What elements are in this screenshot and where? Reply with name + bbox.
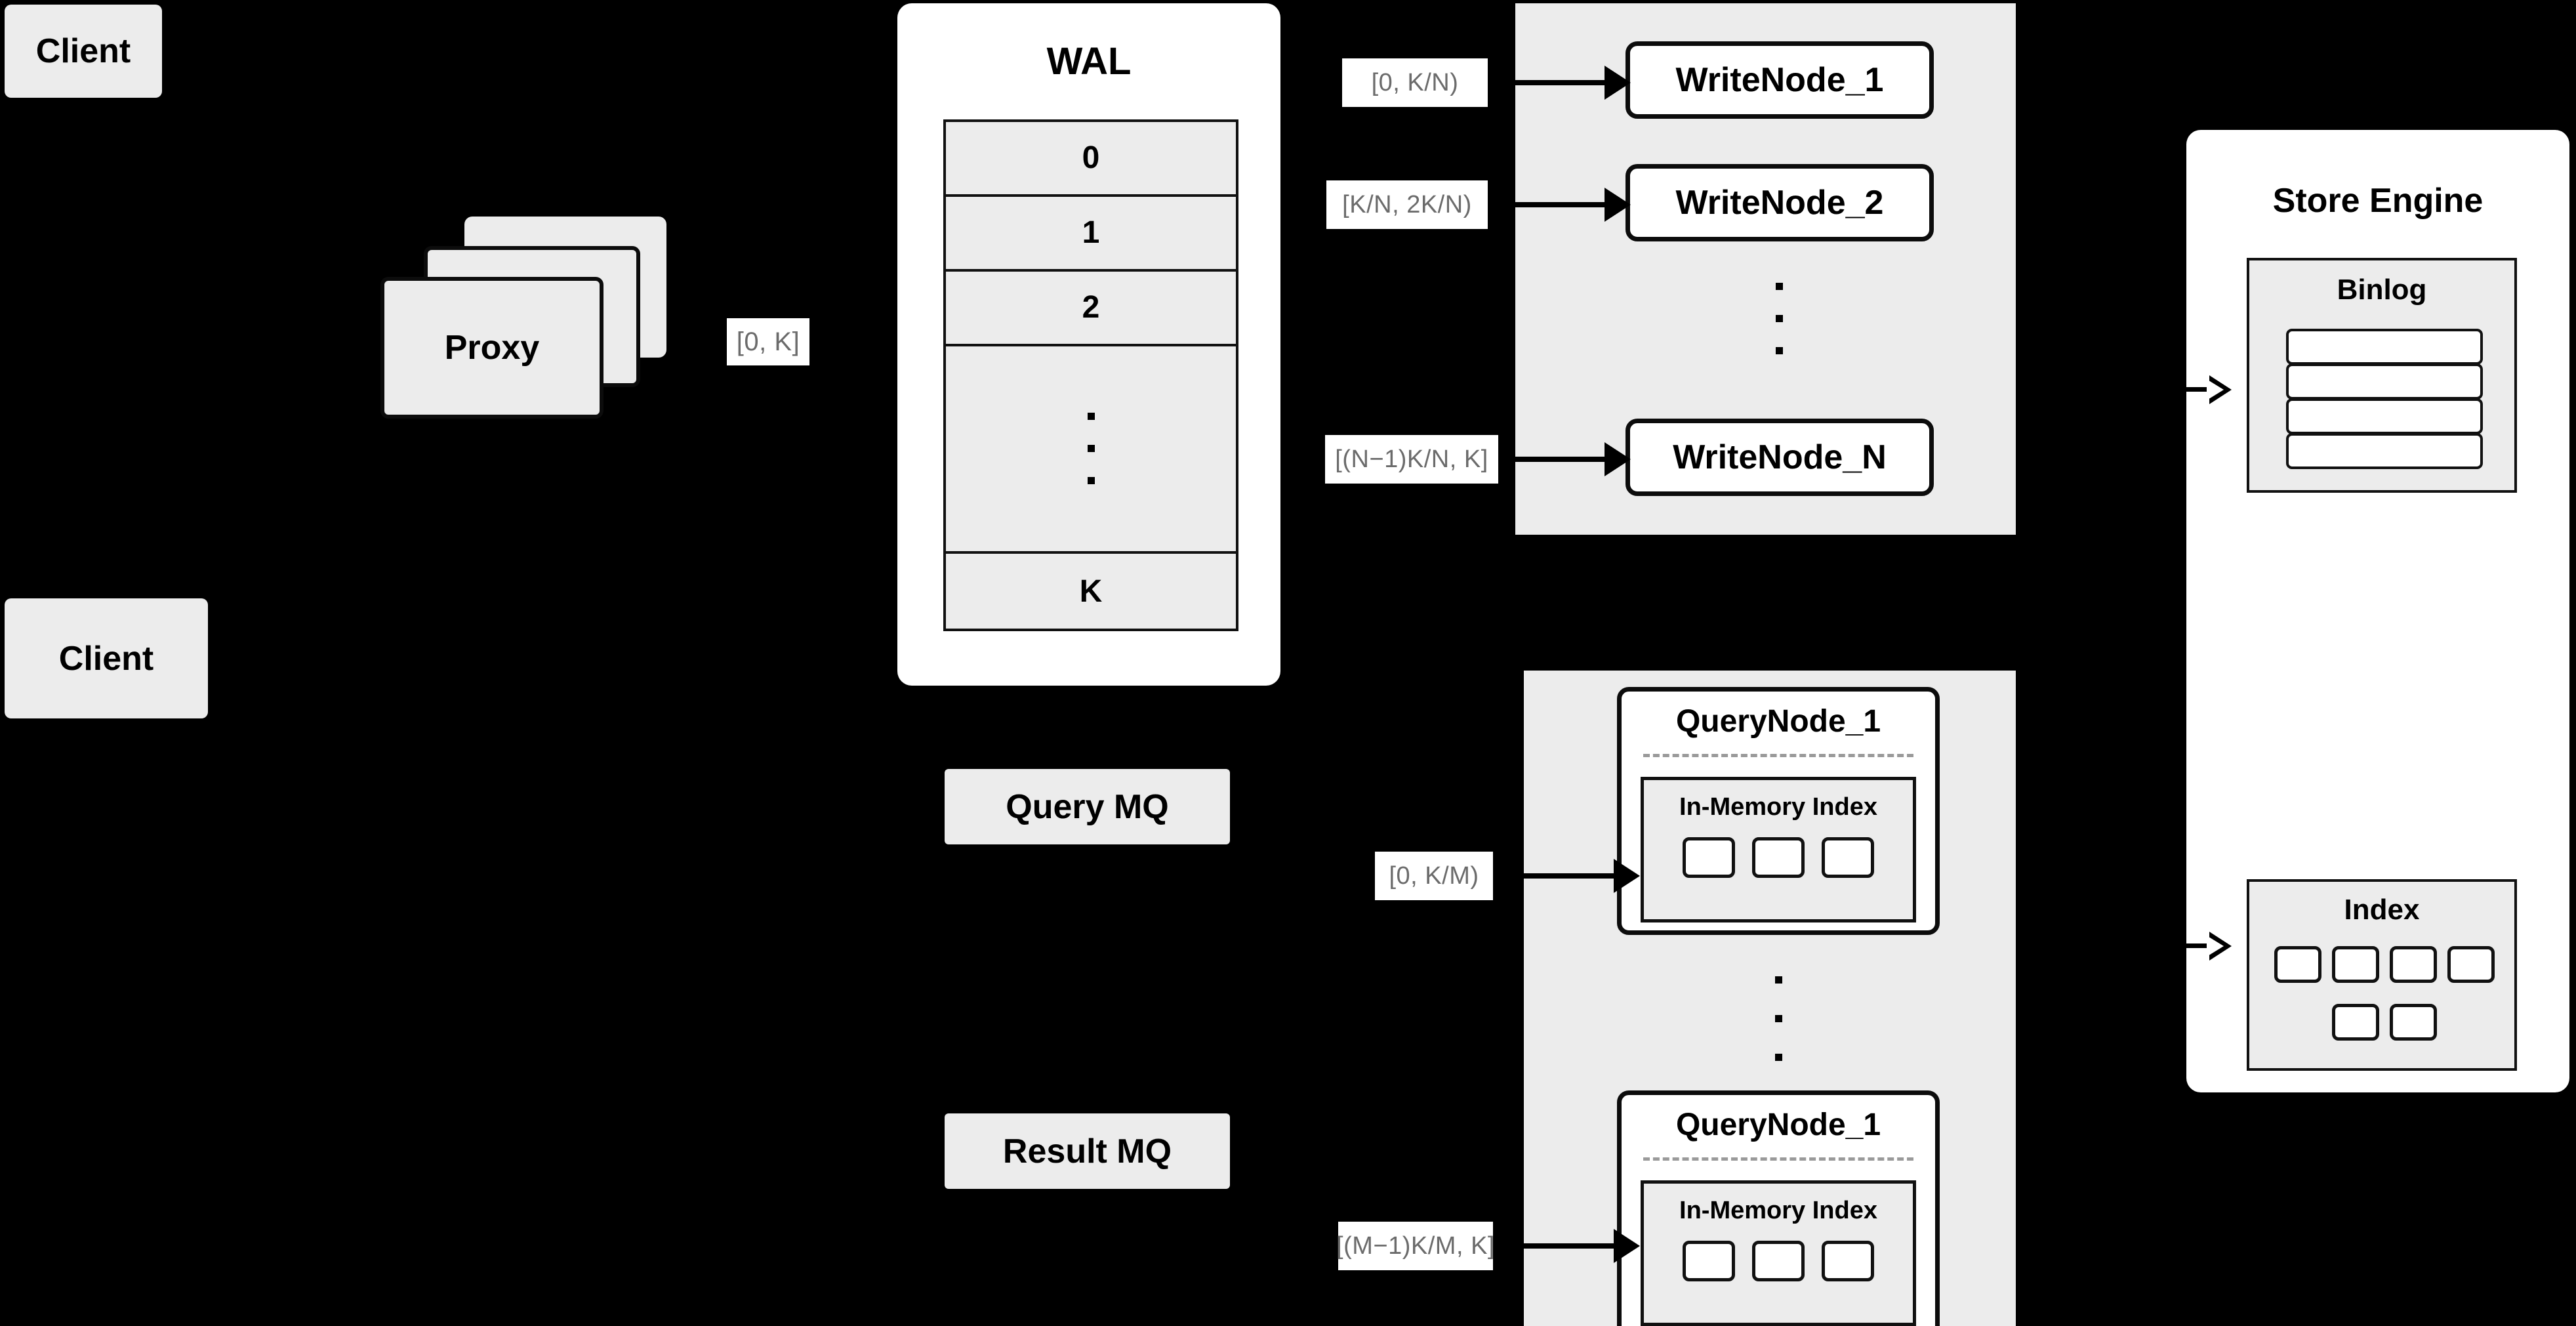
arrow-to-write-node-1 [1506,66,1634,100]
result-mq-label: Result MQ [1002,1132,1172,1171]
binlog-bar [2286,363,2483,400]
client-label: Client [35,32,131,70]
binlog-panel: Binlog [2247,258,2517,493]
index-cell [1683,1241,1735,1281]
range-label-proxy-to-wal: [0, K] [727,318,809,365]
store-engine-panel: Store Engine Binlog Index [2186,130,2569,1092]
proxy-label: Proxy [444,329,540,367]
query-mq-box[interactable]: Query MQ [945,769,1230,844]
arrow-to-binlog [2179,375,2251,404]
arrow-to-query-node-1 [1515,859,1643,893]
range-label-text: [0, K/M) [1389,861,1479,890]
wal-row: 0 [946,122,1236,197]
index-cell [2274,946,2321,983]
in-memory-index-title: In-Memory Index [1679,1197,1877,1224]
arrow-to-write-node-2 [1506,188,1634,222]
client-label: Client [58,639,154,678]
index-cell [2332,946,2379,983]
index-panel: Index [2247,879,2517,1071]
wal-row: K [946,554,1236,629]
vertical-ellipsis-icon [1087,413,1095,485]
query-node-panel: QueryNode_1 In-Memory Index QueryNode_1 … [1524,671,2016,1326]
write-node-label: WriteNode_1 [1675,61,1884,99]
range-label-text: [(N−1)K/N, K] [1335,445,1488,473]
index-cell [2332,1004,2379,1041]
range-label-query-node-1: [0, K/M) [1375,852,1493,900]
proxy-stack[interactable]: Proxy [380,217,669,426]
range-label-write-node-1: [0, K/N) [1342,58,1488,107]
binlog-bar [2286,398,2483,434]
wal-row-label: 1 [1082,215,1100,251]
in-memory-index-cells [1644,837,1913,878]
index-cell [2447,946,2495,983]
query-node-ellipsis-icon [1752,956,1805,1081]
in-memory-index-box: In-Memory Index [1641,777,1916,922]
wal-row-label: K [1079,573,1103,609]
write-node-label: WriteNode_2 [1675,184,1884,222]
write-node-2[interactable]: WriteNode_2 [1625,164,1934,241]
range-label-text: [K/N, 2K/N) [1342,190,1472,218]
client-box-2[interactable]: Client [5,598,208,718]
in-memory-index-title: In-Memory Index [1679,793,1877,821]
index-cell [1752,837,1805,878]
wal-row: 2 [946,272,1236,346]
binlog-title: Binlog [2337,274,2427,306]
wal-table: 0 1 2 K [943,119,1238,631]
write-node-ellipsis-icon [1753,266,1805,371]
index-cell [1683,837,1735,878]
arrow-to-write-node-n [1506,442,1634,476]
query-node-separator [1643,1157,1913,1161]
range-label-text: [0, K] [736,327,800,356]
binlog-bar [2286,433,2483,469]
write-node-panel: WriteNode_1 WriteNode_2 WriteNode_N [1515,3,2016,535]
query-mq-label: Query MQ [1006,787,1169,826]
query-node-title: QueryNode_1 [1675,704,1881,739]
index-cell [2390,1004,2437,1041]
wal-panel: WAL 0 1 2 K [897,3,1280,686]
write-node-n[interactable]: WriteNode_N [1625,419,1934,496]
range-label-text: [(M−1)K/M, K] [1336,1232,1495,1260]
query-node-1[interactable]: QueryNode_1 In-Memory Index [1617,687,1940,935]
proxy-card-front[interactable]: Proxy [380,277,603,419]
write-node-1[interactable]: WriteNode_1 [1625,41,1934,119]
query-node-separator [1643,754,1913,757]
wal-row-ellipsis [946,346,1236,554]
in-memory-index-cells [1644,1241,1913,1281]
range-label-write-node-2: [K/N, 2K/N) [1326,180,1488,229]
arrow-to-query-node-m [1515,1229,1643,1263]
wal-row: 1 [946,197,1236,272]
wal-title: WAL [1046,40,1132,83]
write-node-label: WriteNode_N [1673,438,1887,476]
range-label-text: [0, K/N) [1371,68,1459,96]
client-box-1[interactable]: Client [5,5,162,98]
in-memory-index-box: In-Memory Index [1641,1180,1916,1326]
index-title: Index [2344,894,2420,926]
arrow-to-index [2179,932,2251,961]
store-engine-title: Store Engine [2272,182,2484,220]
query-node-m[interactable]: QueryNode_1 In-Memory Index [1617,1090,1940,1326]
wal-row-label: 2 [1082,290,1100,325]
index-cells-grid [2272,946,2497,1051]
index-cell [1822,1241,1874,1281]
binlog-bar [2286,329,2483,365]
range-label-query-node-m: [(M−1)K/M, K] [1336,1222,1495,1270]
query-node-title: QueryNode_1 [1675,1108,1881,1142]
index-cell [1752,1241,1805,1281]
wal-row-label: 0 [1082,140,1100,176]
result-mq-box[interactable]: Result MQ [945,1113,1230,1189]
range-label-write-node-n: [(N−1)K/N, K] [1325,435,1498,484]
index-cell [1822,837,1874,878]
binlog-bars [2286,329,2483,478]
index-cell [2390,946,2437,983]
